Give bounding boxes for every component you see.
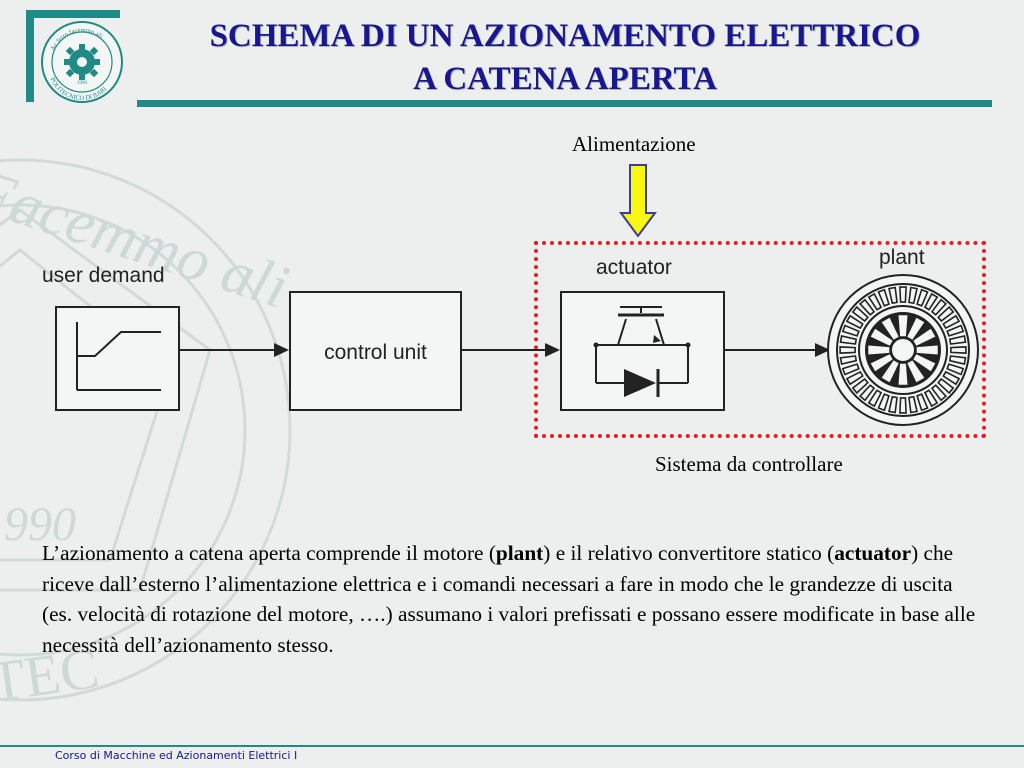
- footer-rule: [0, 745, 1024, 747]
- politecnico-logo: Ac ferro facemmo ali POLITECNICO DI BARI…: [41, 21, 123, 103]
- svg-text:1990: 1990: [77, 81, 88, 86]
- ramp-profile-icon: [76, 322, 161, 391]
- paragraph-text-3: ) che riceve dall’esterno l’alimentazion…: [42, 541, 976, 657]
- paragraph-bold-actuator: actuator: [834, 541, 912, 565]
- page-title-line-1: SCHEMA DI UN AZIONAMENTO ELETTRICO: [209, 18, 921, 54]
- controlled-system-boundary: [534, 241, 986, 438]
- user-demand-block: [55, 306, 180, 411]
- control-unit-block: control unit: [289, 291, 462, 411]
- paragraph-text-2: ) e il relativo convertitore statico (: [543, 541, 835, 565]
- actuator-block: [560, 291, 725, 411]
- title-underline: [137, 100, 992, 107]
- seal-watermark: Facemmo ali 1990 TEC: [0, 156, 297, 715]
- course-footer: Corso di Macchine ed Azionamenti Elettri…: [55, 749, 298, 762]
- system-label: Sistema da controllare: [655, 452, 843, 476]
- header-corner-vertical: [26, 10, 34, 102]
- igbt-diode-icon: [593, 306, 691, 397]
- actuator-label: actuator: [596, 256, 672, 279]
- arrow-to-control-unit: [274, 343, 289, 357]
- svg-text:1990: 1990: [0, 498, 76, 551]
- arrow-to-plant: [815, 343, 830, 357]
- page-title-line-2: A CATENA APERTA: [413, 61, 717, 97]
- control-unit-label: control unit: [324, 341, 427, 364]
- description-paragraph: L’azionamento a catena aperta comprende …: [42, 538, 982, 660]
- arrow-to-actuator: [545, 343, 560, 357]
- paragraph-text-1: L’azionamento a catena aperta comprende …: [42, 541, 496, 565]
- header-corner-horizontal: [26, 10, 120, 18]
- svg-text:TEC: TEC: [0, 635, 103, 715]
- supply-label: Alimentazione: [572, 132, 696, 156]
- paragraph-bold-plant: plant: [495, 541, 544, 565]
- plant-label: plant: [879, 246, 925, 269]
- user-demand-label: user demand: [42, 264, 165, 287]
- supply-arrow: [619, 164, 657, 238]
- motor-plant-icon: [827, 274, 979, 426]
